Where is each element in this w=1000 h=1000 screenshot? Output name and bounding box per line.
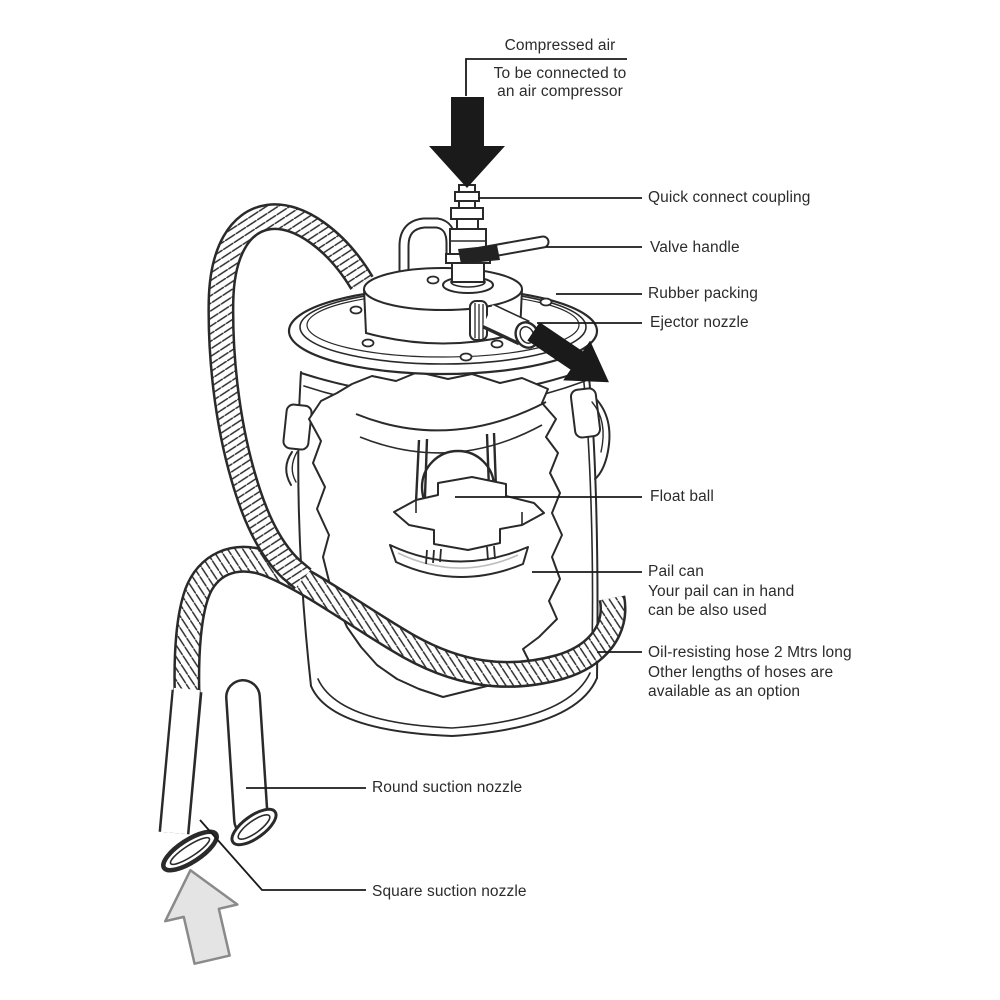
label-valve-handle: Valve handle [650,239,740,256]
left-handle-ear [282,403,313,486]
label-pail-can-line3: can be also used [648,602,767,619]
nozzle-sleeve-fill [161,687,200,835]
round-nozzle-opening-inner [237,814,271,840]
label-square-suction-nozzle: Square suction nozzle [372,883,527,900]
compressed-air-arrow [429,97,505,188]
float-bracket-plate [393,476,545,551]
label-pail-can-line2: Your pail can in hand [648,582,795,600]
suction-hose-drawing [207,203,374,590]
can-bottom-rim-outer [310,677,598,738]
hose-wrap-corrugation [175,548,624,694]
hose-corrugation [209,205,372,588]
label-float-ball: Float ball [650,488,714,505]
label-rubber-packing: Rubber packing [648,285,758,302]
label-oil-hose-line1: Oil-resisting hose 2 Mtrs long [648,644,852,661]
square-nozzle-opening [161,829,219,873]
lid-dome-top [363,267,523,311]
round-nozzle-opening [230,807,278,847]
lower-strip-shade [397,552,519,569]
label-oil-hose-line3: available as an option [648,683,801,700]
inner-wall-band-1 [355,401,547,432]
valve-body-lower [451,262,485,283]
leader-compressed-air [465,58,627,96]
label-pail-can: Pail can Your pail can in hand can be al… [648,562,794,621]
label-ejector-nozzle: Ejector nozzle [650,314,749,331]
square-nozzle-opening-inner [169,836,211,866]
can-left-edge [297,371,312,687]
suction-direction-arrow [163,868,239,965]
exhaust-arrow [527,322,609,383]
coupling-stack [450,184,484,230]
label-compressed-air: Compressed air To be connected to an air… [466,36,654,101]
leader-square-nozzle [199,819,366,891]
leader-lines [199,58,642,891]
label-pail-can-line1: Pail can [648,563,704,580]
label-compressed-air-title: Compressed air [504,37,616,54]
label-round-suction-nozzle: Round suction nozzle [372,779,523,796]
ejector-knurl-stripes [474,303,484,340]
label-oil-hose-line2: Other lengths of hoses are [648,663,834,681]
can-bottom-rim-inner [317,672,591,729]
lid-bolt-holes [349,275,553,362]
valve-wingnut [458,245,500,264]
round-nozzle-drawing [225,679,278,847]
label-quick-connect-coupling: Quick connect coupling [648,189,811,206]
label-oil-hose: Oil-resisting hose 2 Mtrs long Other len… [648,643,852,702]
right-handle-ear [569,387,611,480]
label-compressed-air-sub1: To be connected to [493,64,627,82]
round-nozzle-fill [227,681,267,836]
label-compressed-air-sub2: an air compressor [497,82,623,100]
bracket-teeth [425,545,496,565]
hose-wrap-drawing [158,545,627,873]
ejector-tube-bore [519,326,535,344]
